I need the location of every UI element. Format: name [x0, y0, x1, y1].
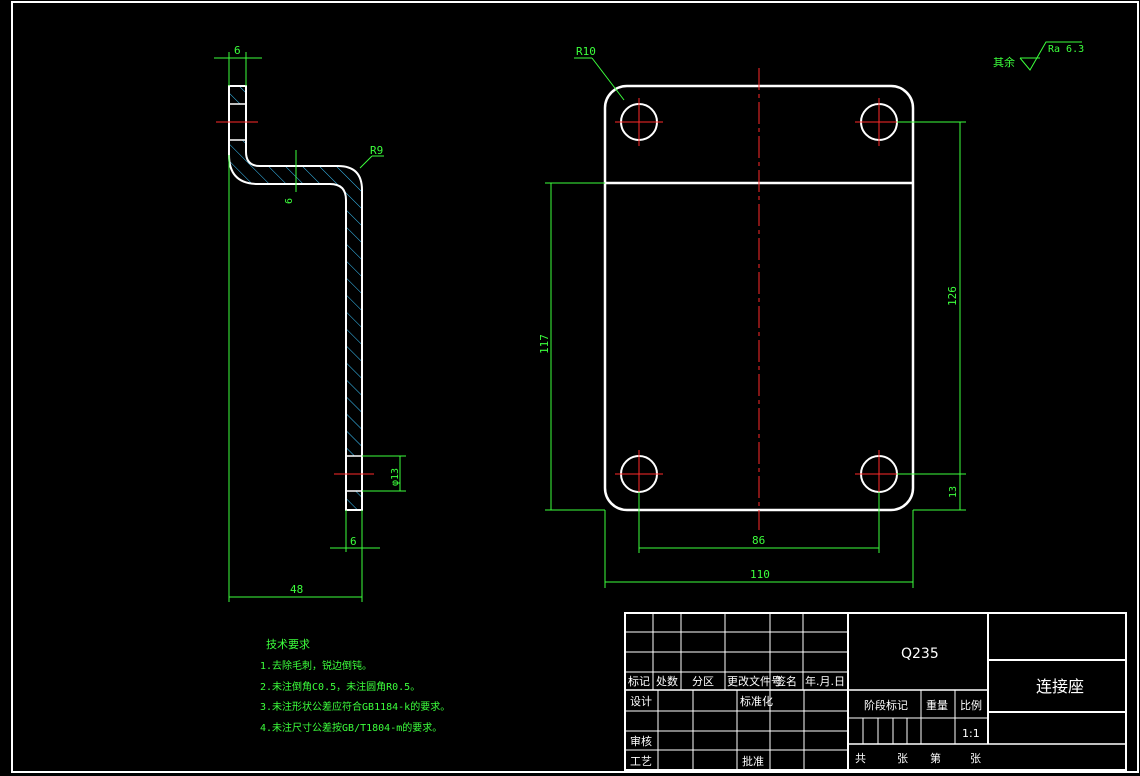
side-dim-hole: φ13	[390, 468, 401, 486]
rev-header-zone: 分区	[692, 675, 714, 688]
rev-header-mark: 标记	[628, 674, 650, 688]
rev-header-date: 年.月.日	[805, 674, 845, 688]
roughness-prefix: 其余	[993, 55, 1015, 69]
rev-header-docno: 更改文件号	[727, 674, 782, 688]
side-dim-thick: 6	[284, 198, 295, 204]
side-dim-radius: R9	[370, 144, 383, 157]
roughness-symbol: 其余 Ra 6.3	[993, 41, 1084, 71]
side-view-section	[228, 85, 363, 511]
side-view: 6 R9 6 φ13 6 48	[214, 44, 406, 602]
tech-item-4: 4.未注尺寸公差按GB/T1804-m的要求。	[260, 721, 442, 734]
tech-item-3: 3.未注形状公差应符合GB1184-k的要求。	[260, 700, 450, 713]
side-dim-bottom: 6	[350, 535, 357, 548]
label-sheet: 张	[970, 752, 981, 765]
scale-value: 1:1	[962, 727, 980, 740]
hole-top-left	[615, 98, 663, 146]
front-dim-width: 110	[750, 568, 770, 581]
label-total: 共	[855, 752, 866, 765]
front-view: R10 117 126 13 86 110	[538, 45, 966, 588]
tech-title: 技术要求	[266, 638, 310, 651]
title-block	[624, 612, 1127, 771]
drawing-frame	[11, 1, 1139, 773]
label-design: 设计	[630, 695, 652, 708]
front-dim-hole-span-v: 126	[946, 286, 959, 306]
label-weight: 重量	[926, 698, 948, 712]
roughness-value: Ra 6.3	[1048, 44, 1084, 55]
hole-bottom-left	[615, 450, 663, 498]
part-name: 连接座	[1036, 677, 1084, 696]
tech-requirements: 技术要求 1.去除毛刺，锐边倒钝。 2.未注倒角C0.5，未注圆角R0.5。 3…	[260, 638, 450, 734]
label-review: 审核	[630, 734, 652, 748]
label-process: 工艺	[630, 755, 652, 768]
label-sheets: 张	[897, 752, 908, 765]
front-dim-height: 117	[538, 334, 551, 354]
label-stage-mark: 阶段标记	[864, 698, 908, 712]
tech-item-2: 2.未注倒角C0.5，未注圆角R0.5。	[260, 680, 420, 693]
front-dim-hole-span-h: 86	[752, 534, 765, 547]
rev-header-sign: 签名	[775, 674, 797, 688]
label-scale: 比例	[960, 698, 982, 712]
front-dim-radius: R10	[576, 45, 596, 58]
hole-bottom-right	[855, 450, 903, 498]
title-block-text: 标记 处数 分区 更改文件号 签名 年.月.日 设计 标准化 审核 工艺 批准 …	[628, 646, 1084, 768]
material: Q235	[901, 646, 939, 662]
hole-top-right	[855, 98, 903, 146]
side-dim-width: 48	[290, 583, 303, 596]
rev-header-count: 处数	[656, 675, 678, 688]
label-page: 第	[930, 751, 941, 765]
label-standardize: 标准化	[740, 694, 773, 708]
label-approve: 批准	[742, 754, 764, 768]
side-dim-top: 6	[234, 44, 241, 57]
tech-item-1: 1.去除毛刺，锐边倒钝。	[260, 659, 372, 672]
front-dim-hole-offset: 13	[948, 486, 959, 498]
